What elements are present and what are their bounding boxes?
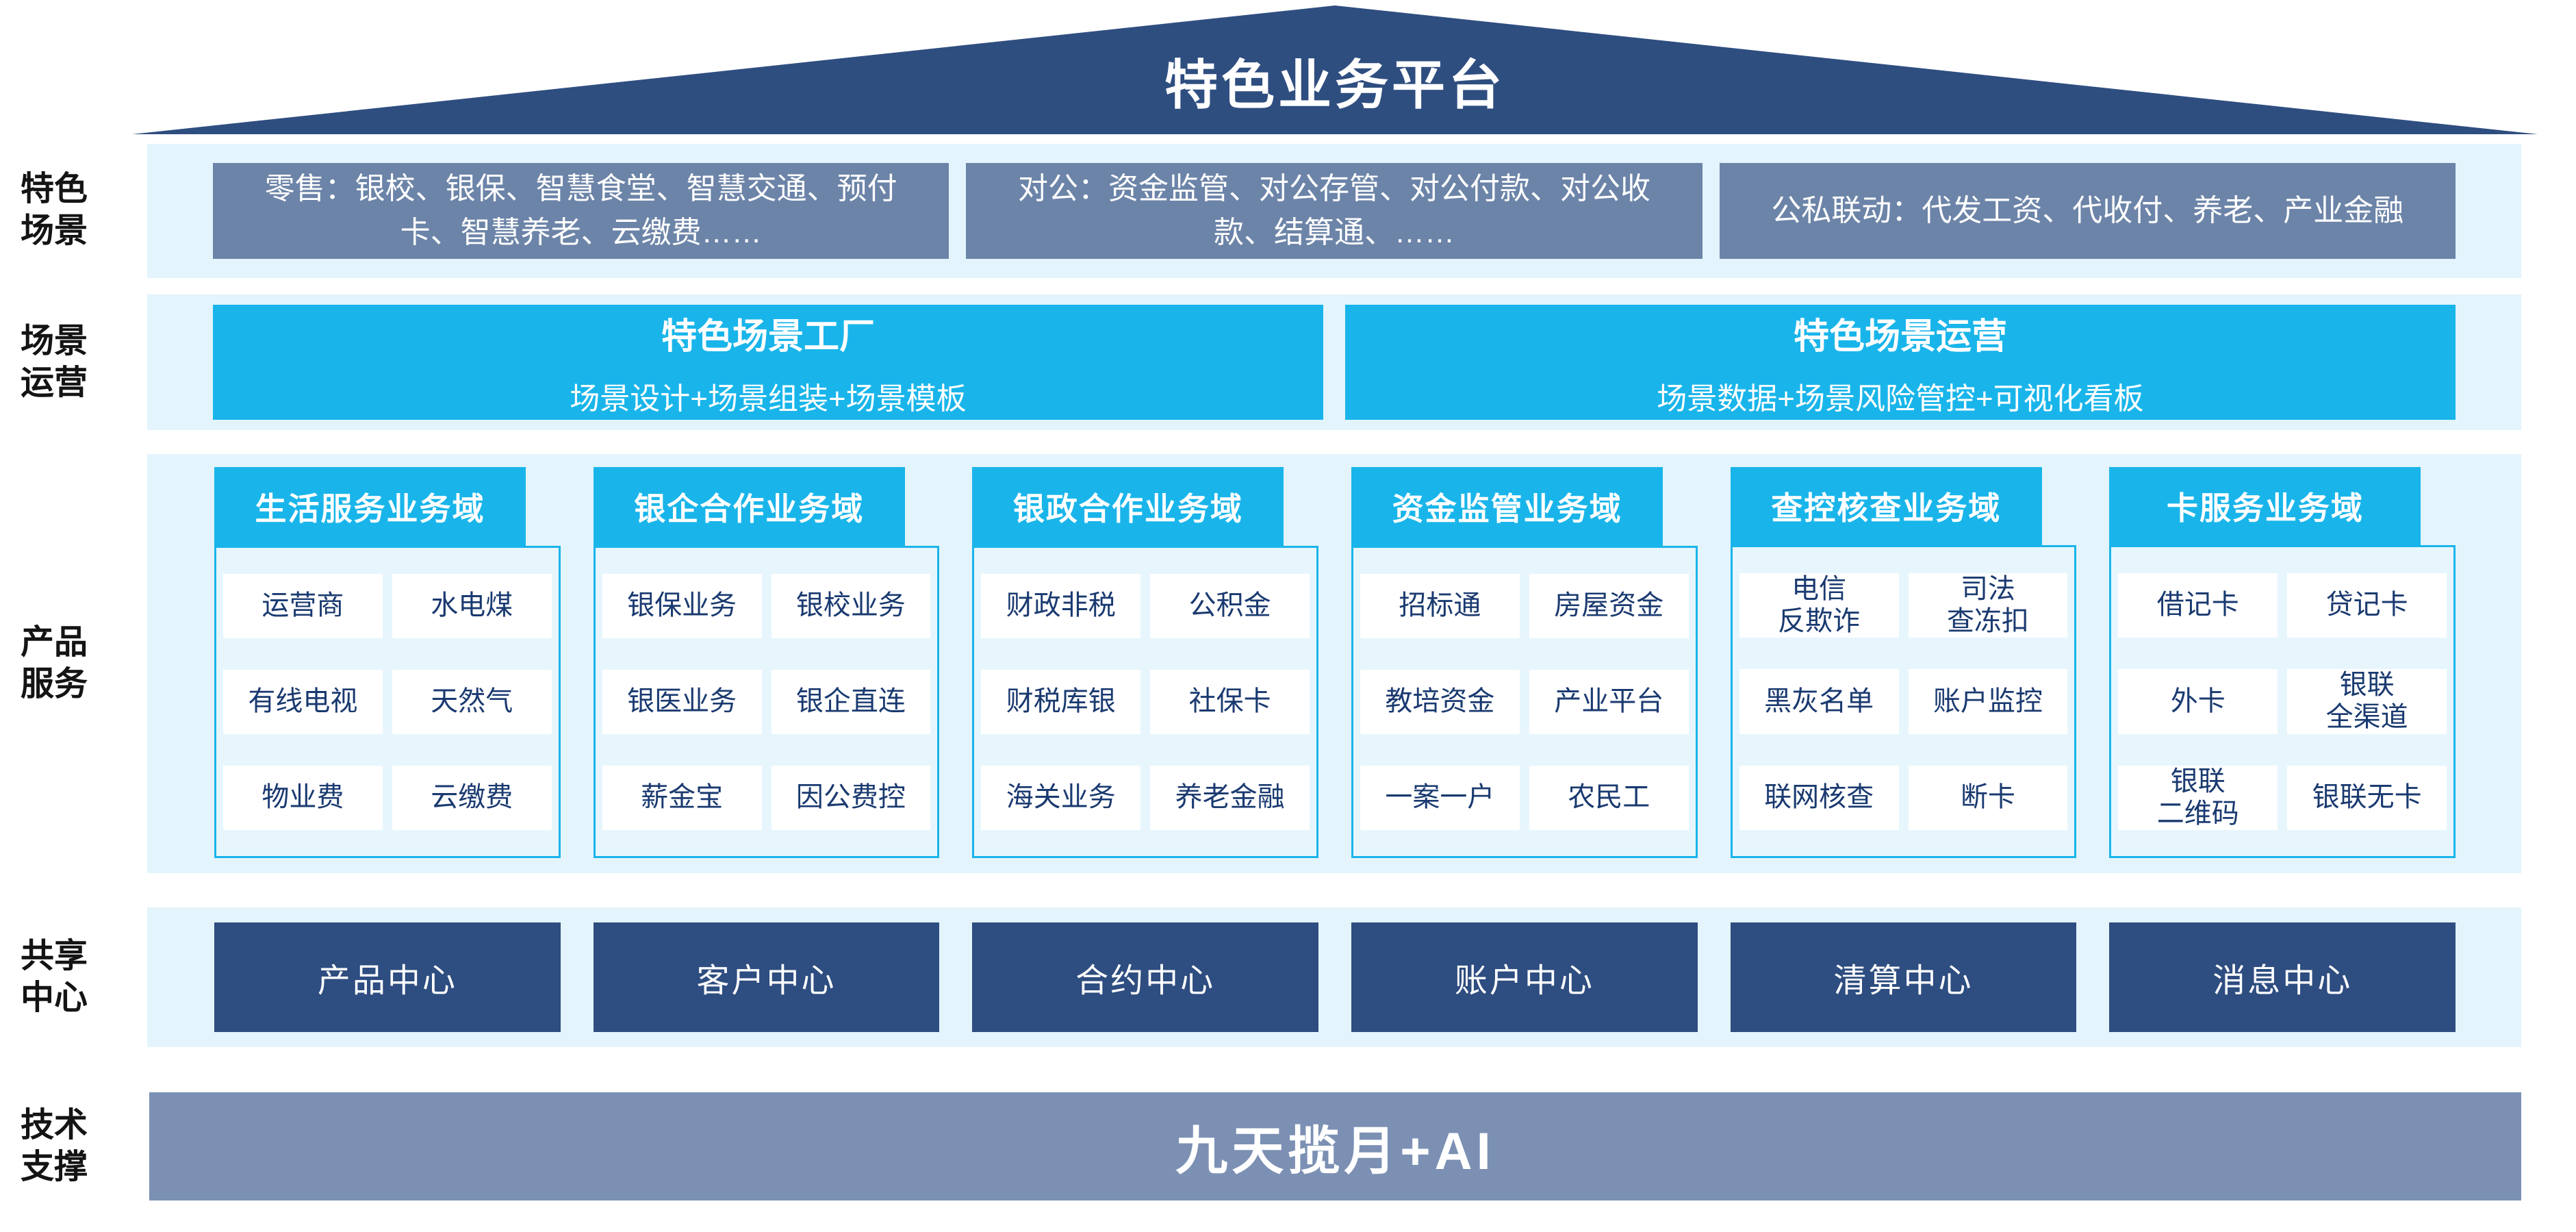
product-cell: 电信 反欺诈 [1739, 573, 1899, 638]
product-cell: 断卡 [1908, 765, 2068, 830]
center-box-contract: 合约中心 [972, 922, 1319, 1032]
product-column-card-services: 卡服务业务域 借记卡 贷记卡 外卡 银联 全渠道 银联 二维码 银联无卡 [2109, 467, 2456, 873]
center-box-message: 消息中心 [2109, 922, 2456, 1032]
op-box-subtitle: 场景设计+场景组装+场景模板 [570, 381, 967, 416]
product-column-bank-government: 银政合作业务域 财政非税 公积金 财税库银 社保卡 海关业务 养老金融 [972, 467, 1319, 873]
product-cell: 账户监控 [1908, 669, 2068, 734]
column-header: 查控核查业务域 [1730, 467, 2042, 545]
op-box-title: 特色场景工厂 [661, 316, 875, 357]
product-cell: 财政非税 [981, 574, 1141, 638]
product-cell: 一案一户 [1360, 766, 1520, 830]
column-header: 资金监管业务域 [1351, 467, 1663, 546]
product-cell: 农民工 [1529, 766, 1689, 830]
product-cell: 公积金 [1150, 574, 1310, 638]
product-cell: 借记卡 [2118, 573, 2278, 638]
product-column-inquiry-verification: 查控核查业务域 电信 反欺诈 司法 查冻扣 黑灰名单 账户监控 联网核查 断卡 [1730, 467, 2077, 873]
product-cell: 贷记卡 [2287, 573, 2447, 638]
band-scenarios: 零售：银校、银保、智慧食堂、智慧交通、预付卡、智慧养老、云缴费…… 对公：资金监… [147, 144, 2521, 278]
product-cell: 运营商 [223, 574, 383, 638]
product-cell: 银联 全渠道 [2287, 669, 2447, 734]
side-label-centers: 共享 中心 [21, 938, 88, 1017]
column-body: 银保业务 银校业务 银医业务 银企直连 薪金宝 因公费控 [593, 546, 940, 858]
column-body: 借记卡 贷记卡 外卡 银联 全渠道 银联 二维码 银联无卡 [2109, 544, 2456, 858]
center-box-account: 账户中心 [1351, 922, 1698, 1032]
product-cell: 联网核查 [1739, 765, 1899, 830]
product-cell: 社保卡 [1150, 670, 1310, 734]
product-cell: 银联无卡 [2287, 765, 2447, 830]
product-cell: 招标通 [1360, 574, 1520, 638]
column-header: 生活服务业务域 [214, 467, 526, 546]
product-cell: 外卡 [2118, 669, 2278, 734]
product-cell: 银联 二维码 [2118, 765, 2278, 830]
product-cell: 财税库银 [981, 670, 1141, 734]
product-cell: 养老金融 [1150, 766, 1310, 830]
product-cell: 水电煤 [392, 574, 552, 638]
side-label-scenarios: 特色 场景 [21, 171, 88, 250]
product-column-bank-enterprise: 银企合作业务域 银保业务 银校业务 银医业务 银企直连 薪金宝 因公费控 [593, 467, 940, 873]
product-cell: 因公费控 [771, 766, 931, 830]
product-cell: 房屋资金 [1529, 574, 1689, 638]
band-shared-centers: 产品中心 客户中心 合约中心 账户中心 清算中心 消息中心 [147, 907, 2521, 1047]
scenario-box-retail: 零售：银校、银保、智慧食堂、智慧交通、预付卡、智慧养老、云缴费…… [213, 163, 949, 259]
side-label-products: 产品 服务 [21, 624, 88, 703]
product-cell: 银保业务 [602, 574, 762, 638]
op-box-scene-operation: 特色场景运营 场景数据+场景风险管控+可视化看板 [1345, 305, 2456, 420]
product-cell: 海关业务 [981, 766, 1141, 830]
side-label-tech: 技术 支撑 [21, 1107, 88, 1186]
band-products: 生活服务业务域 运营商 水电煤 有线电视 天然气 物业费 云缴费 银企合作业务域… [147, 454, 2521, 873]
column-header: 银企合作业务域 [593, 467, 905, 546]
product-cell: 银企直连 [771, 670, 931, 734]
product-cell: 薪金宝 [602, 766, 762, 830]
product-cell: 有线电视 [223, 670, 383, 734]
product-column-fund-supervision: 资金监管业务域 招标通 房屋资金 教培资金 产业平台 一案一户 农民工 [1351, 467, 1698, 873]
column-body: 招标通 房屋资金 教培资金 产业平台 一案一户 农民工 [1351, 546, 1698, 858]
center-box-product: 产品中心 [214, 922, 561, 1032]
product-column-life-services: 生活服务业务域 运营商 水电煤 有线电视 天然气 物业费 云缴费 [214, 467, 561, 873]
column-body: 运营商 水电煤 有线电视 天然气 物业费 云缴费 [214, 546, 561, 858]
product-cell: 银校业务 [771, 574, 931, 638]
product-cell: 物业费 [223, 766, 383, 830]
product-cell: 云缴费 [392, 766, 552, 830]
page-title: 特色业务平台 [1164, 55, 1505, 115]
column-body: 电信 反欺诈 司法 查冻扣 黑灰名单 账户监控 联网核查 断卡 [1730, 544, 2077, 858]
tech-support-bar: 九天揽月+AI [149, 1092, 2521, 1200]
op-box-subtitle: 场景数据+场景风险管控+可视化看板 [1657, 381, 2144, 416]
band-operations: 特色场景工厂 场景设计+场景组装+场景模板 特色场景运营 场景数据+场景风险管控… [147, 294, 2521, 430]
op-box-scene-factory: 特色场景工厂 场景设计+场景组装+场景模板 [213, 305, 1323, 420]
side-label-operations: 场景 运营 [21, 323, 88, 402]
column-header: 卡服务业务域 [2109, 467, 2421, 545]
scenario-box-public-private: 公私联动：代发工资、代收付、养老、产业金融 [1719, 163, 2456, 259]
product-cell: 产业平台 [1529, 670, 1689, 734]
column-header: 银政合作业务域 [972, 467, 1284, 546]
center-box-customer: 客户中心 [593, 922, 940, 1032]
product-cell: 黑灰名单 [1739, 669, 1899, 734]
scenario-box-corporate: 对公：资金监管、对公存管、对公付款、对公收款、结算通、…… [966, 163, 1703, 259]
column-body: 财政非税 公积金 财税库银 社保卡 海关业务 养老金融 [972, 546, 1319, 858]
tech-support-label: 九天揽月+AI [1175, 1122, 1495, 1181]
product-cell: 银医业务 [602, 670, 762, 734]
product-cell: 教培资金 [1360, 670, 1520, 734]
product-cell: 司法 查冻扣 [1908, 573, 2068, 638]
op-box-title: 特色场景运营 [1793, 316, 2007, 357]
product-cell: 天然气 [392, 670, 552, 734]
roof-banner: 特色业务平台 [132, 5, 2538, 134]
center-box-clearing: 清算中心 [1730, 922, 2077, 1032]
